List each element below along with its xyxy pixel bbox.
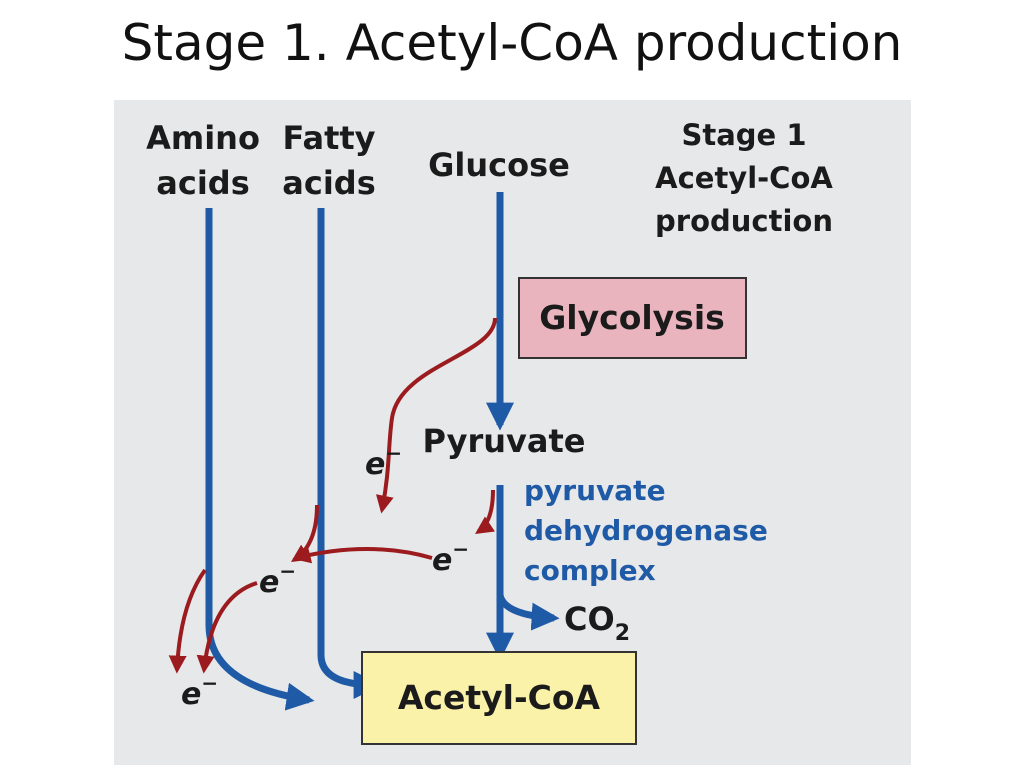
co2-label: CO2 bbox=[564, 600, 630, 646]
fatty-electron-arrow bbox=[290, 504, 319, 562]
merge-electron-arrow bbox=[292, 545, 433, 564]
acetyl-coa-box bbox=[361, 651, 637, 745]
slide-title: Stage 1. Acetyl-CoA production bbox=[121, 14, 903, 72]
amino-acids-label-line1: Amino bbox=[146, 119, 260, 157]
electron-label-pyruvate: e− bbox=[432, 537, 469, 578]
electron-label-middle: e− bbox=[259, 559, 296, 600]
glucose-label: Glucose bbox=[428, 146, 570, 184]
electron-label-bottom: e− bbox=[181, 671, 218, 712]
amino-electron-arrow bbox=[168, 568, 207, 674]
stage-label-line2: Acetyl-CoA bbox=[655, 161, 833, 195]
pathway-diagram: Amino acids Fatty acids Glucose Stage 1 … bbox=[146, 118, 833, 745]
electron-label-glycolysis: e− bbox=[365, 441, 402, 482]
stage-label-line1: Stage 1 bbox=[681, 118, 806, 152]
glycolysis-box bbox=[518, 277, 747, 359]
co2-branch-arrow bbox=[496, 593, 560, 631]
amino-acids-arrow bbox=[205, 208, 315, 711]
enzyme-label-line3: complex bbox=[524, 554, 656, 587]
enzyme-label-line1: pyruvate bbox=[524, 474, 666, 507]
amino-acids-label-line2: acids bbox=[156, 164, 249, 202]
stage-label-line3: production bbox=[655, 204, 833, 238]
co2-subscript: 2 bbox=[615, 621, 630, 646]
enzyme-label-line2: dehydrogenase bbox=[524, 514, 768, 547]
fatty-acids-label-line1: Fatty bbox=[282, 119, 375, 157]
lower-electron-arrow bbox=[196, 581, 258, 674]
diagram-panel: Amino acids Fatty acids Glucose Stage 1 … bbox=[114, 100, 911, 765]
glycolysis-label: Glycolysis bbox=[539, 298, 725, 337]
fatty-acids-label-line2: acids bbox=[282, 164, 375, 202]
acetyl-coa-label: Acetyl-CoA bbox=[398, 678, 601, 717]
pyruvate-electron-arrow bbox=[475, 489, 495, 534]
glycolysis-electron-arrow bbox=[375, 317, 497, 514]
pyruvate-label: Pyruvate bbox=[423, 422, 586, 460]
